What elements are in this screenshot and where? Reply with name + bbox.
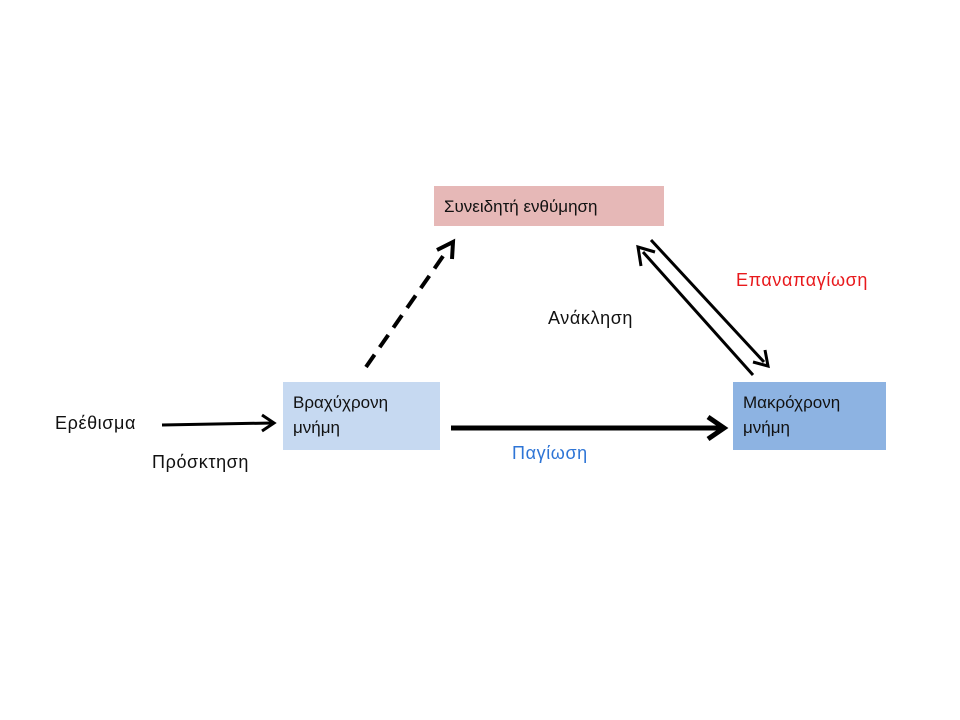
- node-long-term-memory: Μακρόχρονη μνήμη: [733, 382, 886, 450]
- node-short-term-line1: Βραχύχρονη: [293, 393, 389, 412]
- node-short-term-memory: Βραχύχρονη μνήμη: [283, 382, 440, 450]
- node-long-term-line2: μνήμη: [743, 418, 790, 437]
- arrow-retrieval: [636, 244, 755, 376]
- node-short-term-line2: μνήμη: [293, 418, 340, 437]
- node-long-term-line1: Μακρόχρονη: [743, 393, 841, 412]
- label-stimulus: Ερέθισμα: [55, 413, 136, 433]
- label-reconsolidation: Επαναπαγίωση: [736, 270, 868, 290]
- label-consolidation: Παγίωση: [512, 443, 588, 463]
- node-conscious-recall: Συνειδητή ενθύμηση: [434, 186, 664, 226]
- arrow-dashed-to-conscious: [364, 238, 456, 369]
- node-conscious-recall-label: Συνειδητή ενθύμηση: [444, 197, 598, 216]
- arrow-consolidation: [451, 414, 729, 442]
- arrow-reconsolidation: [649, 238, 770, 369]
- label-acquisition: Πρόσκτηση: [152, 452, 249, 472]
- label-retrieval: Ανάκληση: [548, 308, 634, 328]
- arrow-stimulus-to-short-term: [161, 413, 277, 433]
